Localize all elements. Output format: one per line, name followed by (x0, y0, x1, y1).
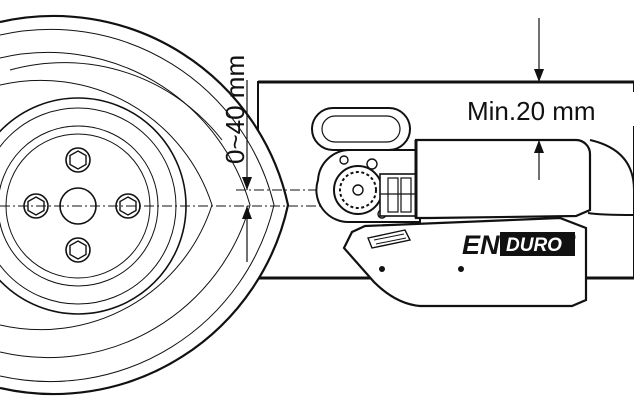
min-clearance-label: Min.20 mm (467, 96, 596, 126)
wheel-nut (65, 147, 91, 173)
logo-duro-plate (500, 232, 575, 256)
wheel-offset-label: 0~40 mm (220, 55, 250, 164)
cover-screw (458, 266, 464, 272)
label-backing (462, 92, 634, 126)
dimension-min-clearance: Min.20 mm (462, 18, 634, 180)
logo-duro: DURO (506, 235, 562, 256)
wheel-nut (65, 237, 91, 263)
logo-en: EN (462, 230, 500, 260)
frame-slot-left (311, 107, 411, 151)
motor-housing (414, 138, 592, 220)
enduro-logo: EN DURO ® (462, 230, 576, 260)
logo-registered: ® (570, 233, 576, 242)
mover-unit: EN DURO ® (315, 138, 592, 308)
frame-slot-right (587, 139, 634, 217)
cover-screw (379, 266, 385, 272)
dimension-wheel-offset: 0~40 mm (220, 55, 252, 262)
